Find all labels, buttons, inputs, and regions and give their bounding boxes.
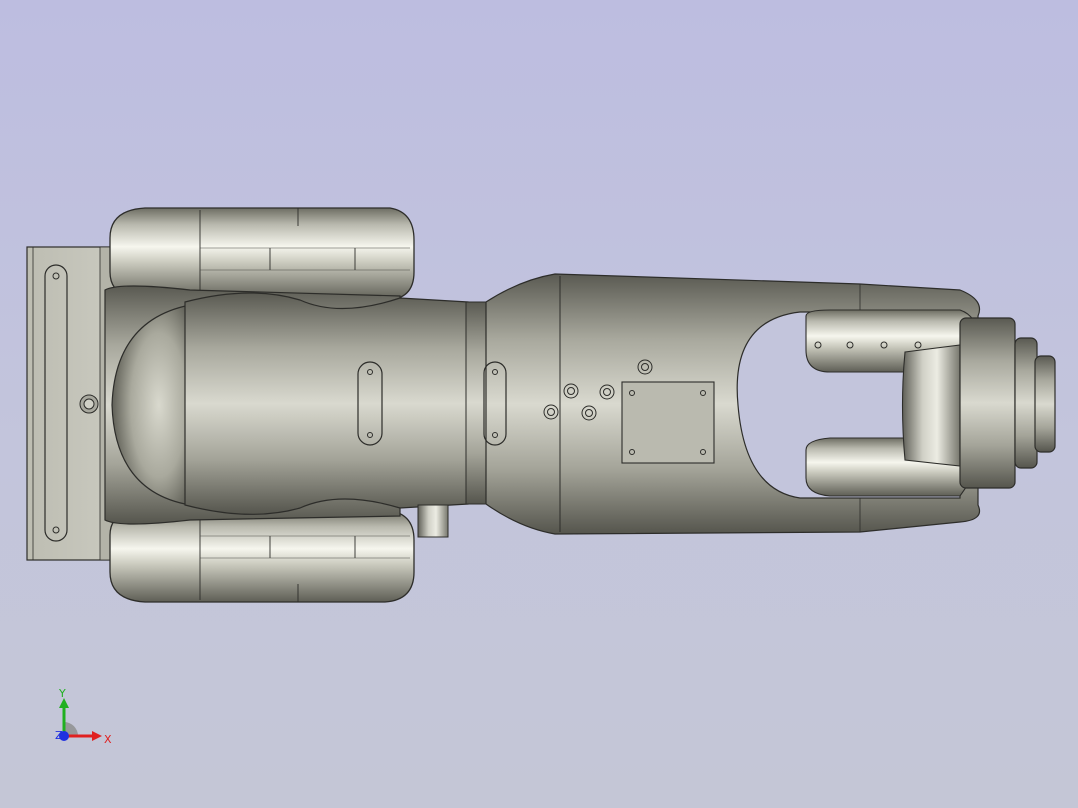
axis-z-label: Z xyxy=(55,729,63,742)
axis-triad-graphic xyxy=(59,698,102,741)
base-plate[interactable] xyxy=(26,246,115,561)
axis-triad[interactable]: Y X Z xyxy=(46,682,126,762)
upper-motor-housing[interactable] xyxy=(109,207,415,301)
axis-y-label: Y xyxy=(59,687,66,700)
upper-arm[interactable] xyxy=(184,292,487,538)
wrist-rotary[interactable] xyxy=(901,317,1056,489)
shoulder-sphere[interactable] xyxy=(111,304,191,506)
axis-x-label: X xyxy=(104,733,112,746)
lower-motor-housing[interactable] xyxy=(109,509,415,603)
